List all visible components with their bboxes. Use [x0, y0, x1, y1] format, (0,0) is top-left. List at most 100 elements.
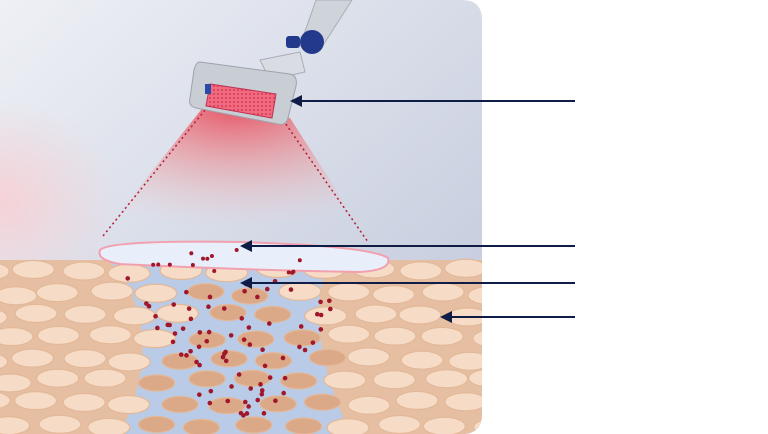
particle [188, 348, 193, 354]
particle [201, 256, 206, 261]
particle [206, 304, 211, 310]
particle [190, 263, 195, 268]
particle [255, 397, 261, 403]
skin-cell [373, 326, 417, 346]
particle [290, 270, 295, 275]
particle [297, 258, 302, 263]
particle [259, 388, 265, 393]
skin-cell [278, 281, 322, 301]
device-emitter [205, 83, 277, 119]
beam-edge-left [102, 109, 206, 237]
skin-cell [188, 370, 226, 388]
particle [197, 362, 202, 368]
particle [286, 270, 291, 275]
particle [246, 325, 252, 330]
skin-cell [0, 261, 10, 281]
skin-cell [187, 283, 225, 301]
particle [180, 326, 186, 331]
skin-cell [132, 328, 177, 349]
skin-tissue [0, 258, 482, 434]
particle [223, 358, 229, 364]
particle [327, 298, 332, 304]
skin-cell [237, 330, 275, 348]
particle [151, 262, 156, 267]
skin-cell [106, 394, 151, 415]
arrow-gel-layer [240, 240, 575, 252]
skin-cell [210, 350, 248, 368]
skin-cell [444, 258, 482, 278]
skin-cell [83, 368, 127, 388]
particle [225, 398, 231, 404]
particle [197, 392, 202, 397]
skin-cell [347, 395, 391, 415]
particle [207, 400, 213, 406]
particle [172, 331, 178, 336]
arrow-skin [440, 311, 575, 323]
particle [236, 372, 242, 377]
skin-cell [0, 373, 32, 393]
skin-cell [231, 287, 269, 305]
skin-cell [13, 391, 58, 411]
skin-cell [35, 283, 79, 303]
particle [282, 375, 288, 381]
particle [264, 286, 270, 292]
skin-cell [36, 368, 80, 388]
skin-cell [107, 352, 151, 372]
particle [318, 312, 324, 318]
particle [171, 302, 177, 307]
skin-cell [259, 395, 297, 413]
skin-cell [112, 306, 157, 326]
skin-cell [38, 414, 82, 434]
particle [212, 269, 217, 274]
particle [242, 288, 247, 294]
particle [288, 287, 294, 292]
particle [266, 321, 272, 326]
arrow-device [290, 95, 575, 107]
skin-cell [0, 390, 11, 411]
skin-cell [62, 261, 106, 281]
skin-cell [0, 307, 8, 327]
light-beam [100, 105, 370, 242]
skin-cell [0, 416, 31, 434]
skin-cell [304, 306, 348, 326]
particle [259, 391, 265, 397]
skin-cell [87, 417, 131, 434]
skin-cell [280, 372, 318, 390]
device-knob [300, 30, 324, 54]
particle [229, 384, 234, 389]
particle [197, 330, 203, 335]
particle [328, 306, 333, 312]
particle [239, 316, 245, 321]
particle [206, 329, 212, 335]
skin-cell [400, 350, 444, 370]
particle [196, 344, 202, 350]
skin-cell [134, 283, 178, 303]
particle [205, 256, 210, 261]
skin-cell [421, 282, 465, 302]
skin-cell [308, 348, 347, 367]
particle [178, 352, 184, 357]
particle [238, 410, 244, 416]
skin-cell [425, 369, 469, 389]
particle [146, 303, 152, 309]
skin-cell [10, 348, 55, 368]
particle [167, 322, 172, 328]
particle [220, 354, 226, 360]
skin-cell [285, 417, 323, 434]
skin-cell [398, 305, 442, 325]
particle [302, 347, 308, 353]
skin-cell [36, 325, 81, 346]
treatment-device [189, 0, 353, 125]
particle [261, 411, 267, 416]
skin-cell [327, 324, 371, 344]
skin-cell [323, 370, 367, 390]
particle [125, 276, 131, 281]
pointer-arrows [240, 95, 575, 323]
particle [234, 248, 239, 253]
skin-cell [0, 352, 9, 372]
particle [262, 363, 268, 369]
particle [318, 327, 324, 332]
skin-cell [303, 393, 342, 411]
skin-cell [448, 351, 482, 371]
